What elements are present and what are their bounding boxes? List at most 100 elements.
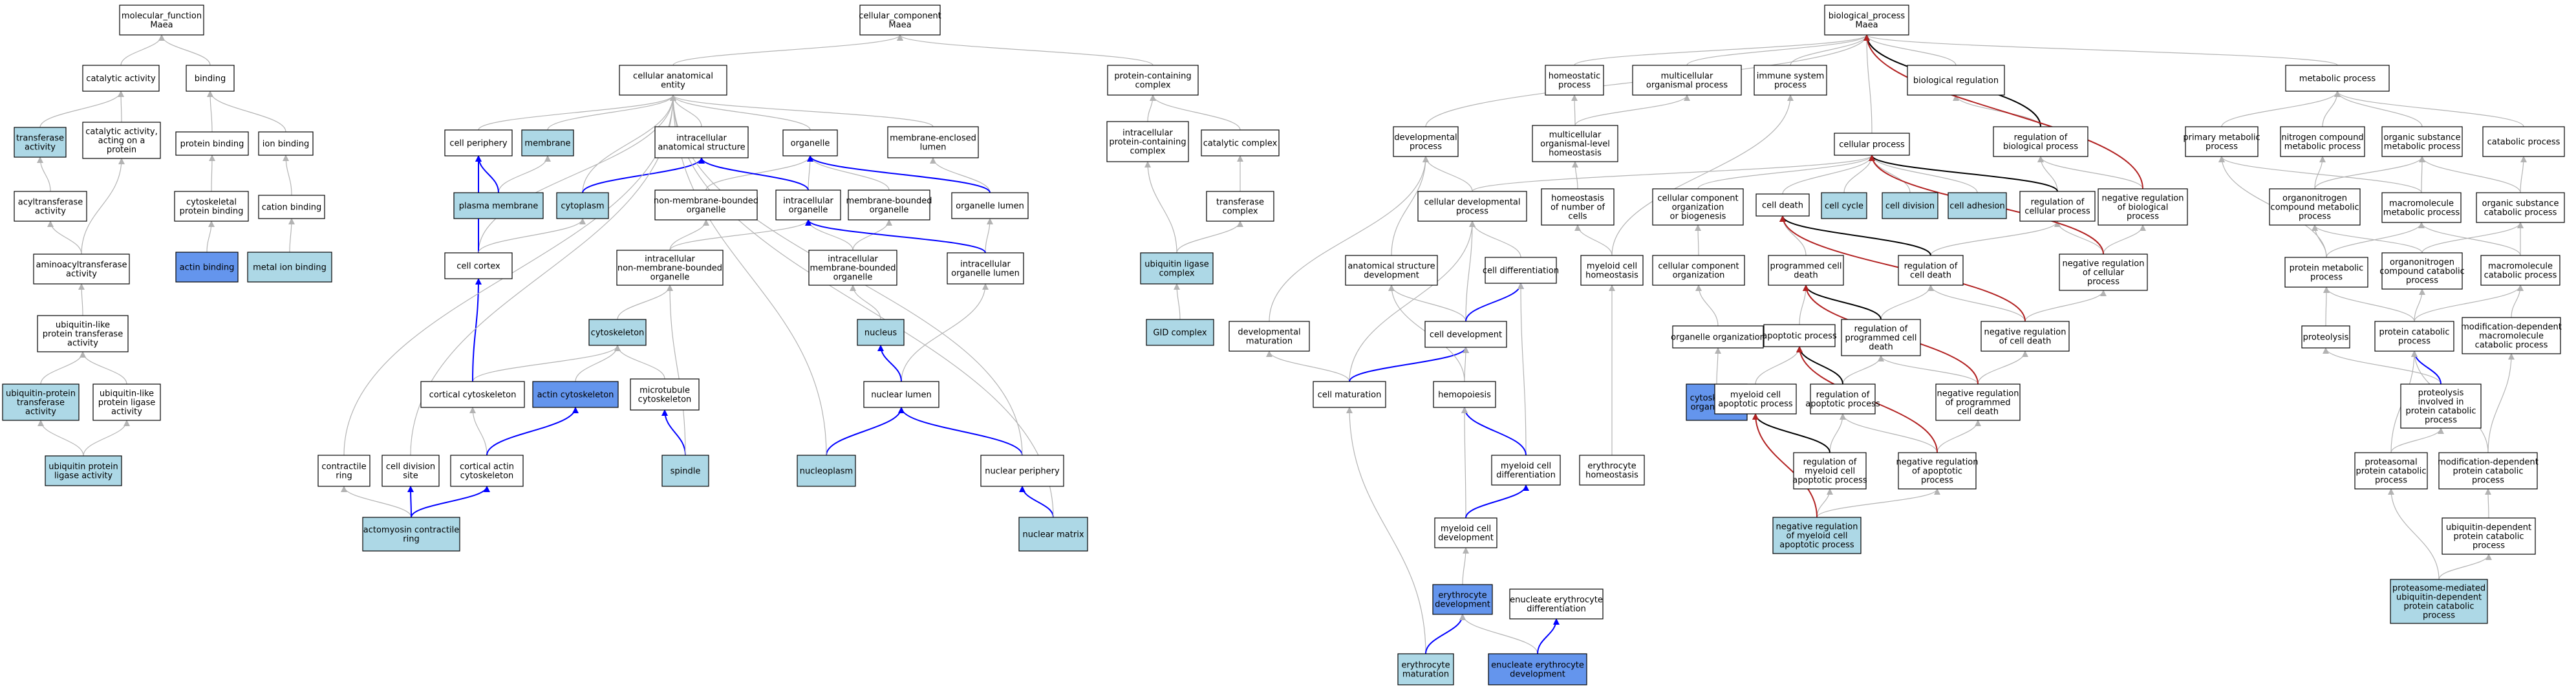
go-term-node[interactable]: plasma membrane [453,192,544,219]
go-term-node[interactable]: catalytic complex [1201,129,1280,156]
go-term-node[interactable]: cell differentiation [1483,257,1559,284]
go-term-node[interactable]: nucleoplasm [797,455,856,487]
go-term-node[interactable]: binding [186,65,235,92]
go-term-node[interactable]: biological regulation [1907,65,2005,96]
go-term-node[interactable]: cytoskeleton [588,319,647,346]
go-term-node[interactable]: nucleus [857,319,905,346]
go-term-node[interactable]: metal ion binding [247,252,332,283]
go-term-node[interactable]: organelle organization [1671,325,1765,349]
go-term-node[interactable]: cell development [1424,321,1507,348]
go-term-node[interactable]: cell death [1755,193,1810,217]
go-term-node[interactable]: GID complex [1146,319,1214,346]
go-term-node[interactable]: membrane [521,129,574,156]
go-term-node[interactable]: cytoplasm [556,192,609,219]
go-term-node[interactable]: cortical cytoskeleton [420,381,525,408]
go-term-node[interactable]: modification-dependentmacromoleculecatab… [2461,317,2562,354]
go-term-node[interactable]: nuclear matrix [1018,517,1088,552]
go-term-node[interactable]: cellular process [1834,133,1910,156]
go-term-node[interactable]: actin binding [175,252,239,283]
go-term-node[interactable]: apoptotic process [1762,324,1837,347]
go-term-node[interactable]: hemopoiesis [1433,381,1496,408]
go-term-node[interactable]: proteasome-mediatedubiquitin-dependentpr… [2390,579,2488,624]
go-term-node[interactable]: catabolic process [2482,126,2565,157]
go-term-node[interactable]: spindle [661,455,709,487]
go-term-node[interactable]: nuclear lumen [863,381,939,408]
go-term-node[interactable]: organelle [782,129,838,156]
go-term-node[interactable]: metabolic process [2285,65,2390,92]
go-term-node[interactable]: actin cytoskeleton [532,381,619,408]
go-term-node[interactable]: cell maturation [1313,381,1386,408]
go-term-node[interactable]: cell periphery [444,129,513,156]
go-term-node[interactable]: nuclear periphery [980,455,1064,487]
go-term-node[interactable]: cell cortex [444,252,513,279]
go-term-node[interactable]: cation binding [258,195,325,219]
go-term-node[interactable]: intracellularnon-membrane-boundedorganel… [616,250,724,286]
go-term-node[interactable]: cell division [1882,192,1938,219]
